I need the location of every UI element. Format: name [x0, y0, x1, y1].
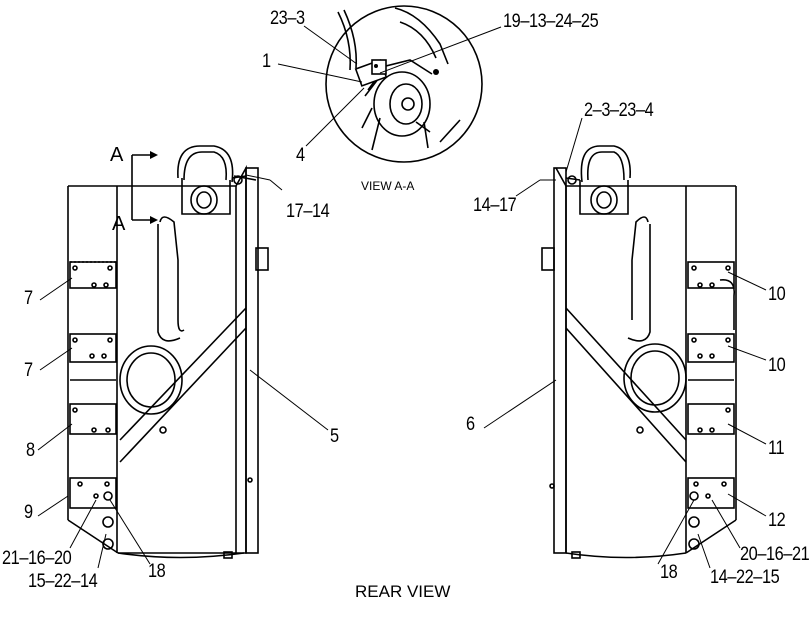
callout-23-3: 23–3	[270, 8, 305, 29]
section-label-a-bottom: A	[112, 213, 126, 235]
callout-18-right: 18	[660, 562, 678, 583]
callout-21-16-20: 21–16–20	[2, 548, 72, 569]
right-leaders	[483, 117, 767, 569]
callout-14-17: 14–17	[473, 195, 517, 216]
callout-10-upper: 10	[768, 284, 786, 305]
detail-view-a-a	[325, 5, 483, 163]
section-label-a-top: A	[110, 144, 124, 166]
left-tank-assembly	[67, 145, 269, 559]
right-bracket-3	[687, 403, 735, 435]
left-bracket-3	[69, 403, 117, 435]
callout-15-22-14: 15–22–14	[28, 571, 98, 592]
callout-19-13-24-25: 19–13–24–25	[503, 11, 599, 32]
callout-12: 12	[768, 510, 786, 531]
callout-20-16-21: 20–16–21	[740, 544, 810, 565]
callout-14-22-15: 14–22–15	[710, 567, 780, 588]
callout-17-14: 17–14	[286, 201, 330, 222]
callout-1: 1	[262, 51, 271, 72]
right-bracket-1	[687, 261, 736, 330]
callout-11: 11	[768, 438, 785, 459]
callout-2-3-23-4: 2–3–23–4	[584, 100, 654, 121]
callout-7-lower: 7	[24, 360, 33, 381]
callout-10-lower: 10	[768, 355, 786, 376]
left-leaders	[37, 174, 329, 569]
left-bracket-4	[69, 477, 117, 550]
callout-18-left: 18	[148, 561, 166, 582]
rear-view-caption: REAR VIEW	[355, 582, 451, 601]
right-tank-assembly	[541, 145, 737, 559]
callout-5: 5	[330, 426, 339, 447]
view-a-a-caption: VIEW A-A	[361, 179, 415, 193]
callout-4: 4	[296, 145, 305, 166]
right-bracket-2	[687, 333, 735, 381]
detail-leaders	[277, 25, 502, 147]
callout-7-upper: 7	[24, 288, 33, 309]
right-bracket-4	[687, 477, 735, 550]
left-bracket-2	[69, 333, 117, 381]
callout-8: 8	[26, 440, 35, 461]
callout-9: 9	[24, 502, 33, 523]
section-arrows	[131, 151, 158, 224]
callout-6: 6	[466, 414, 475, 435]
left-bracket-1	[69, 261, 117, 289]
